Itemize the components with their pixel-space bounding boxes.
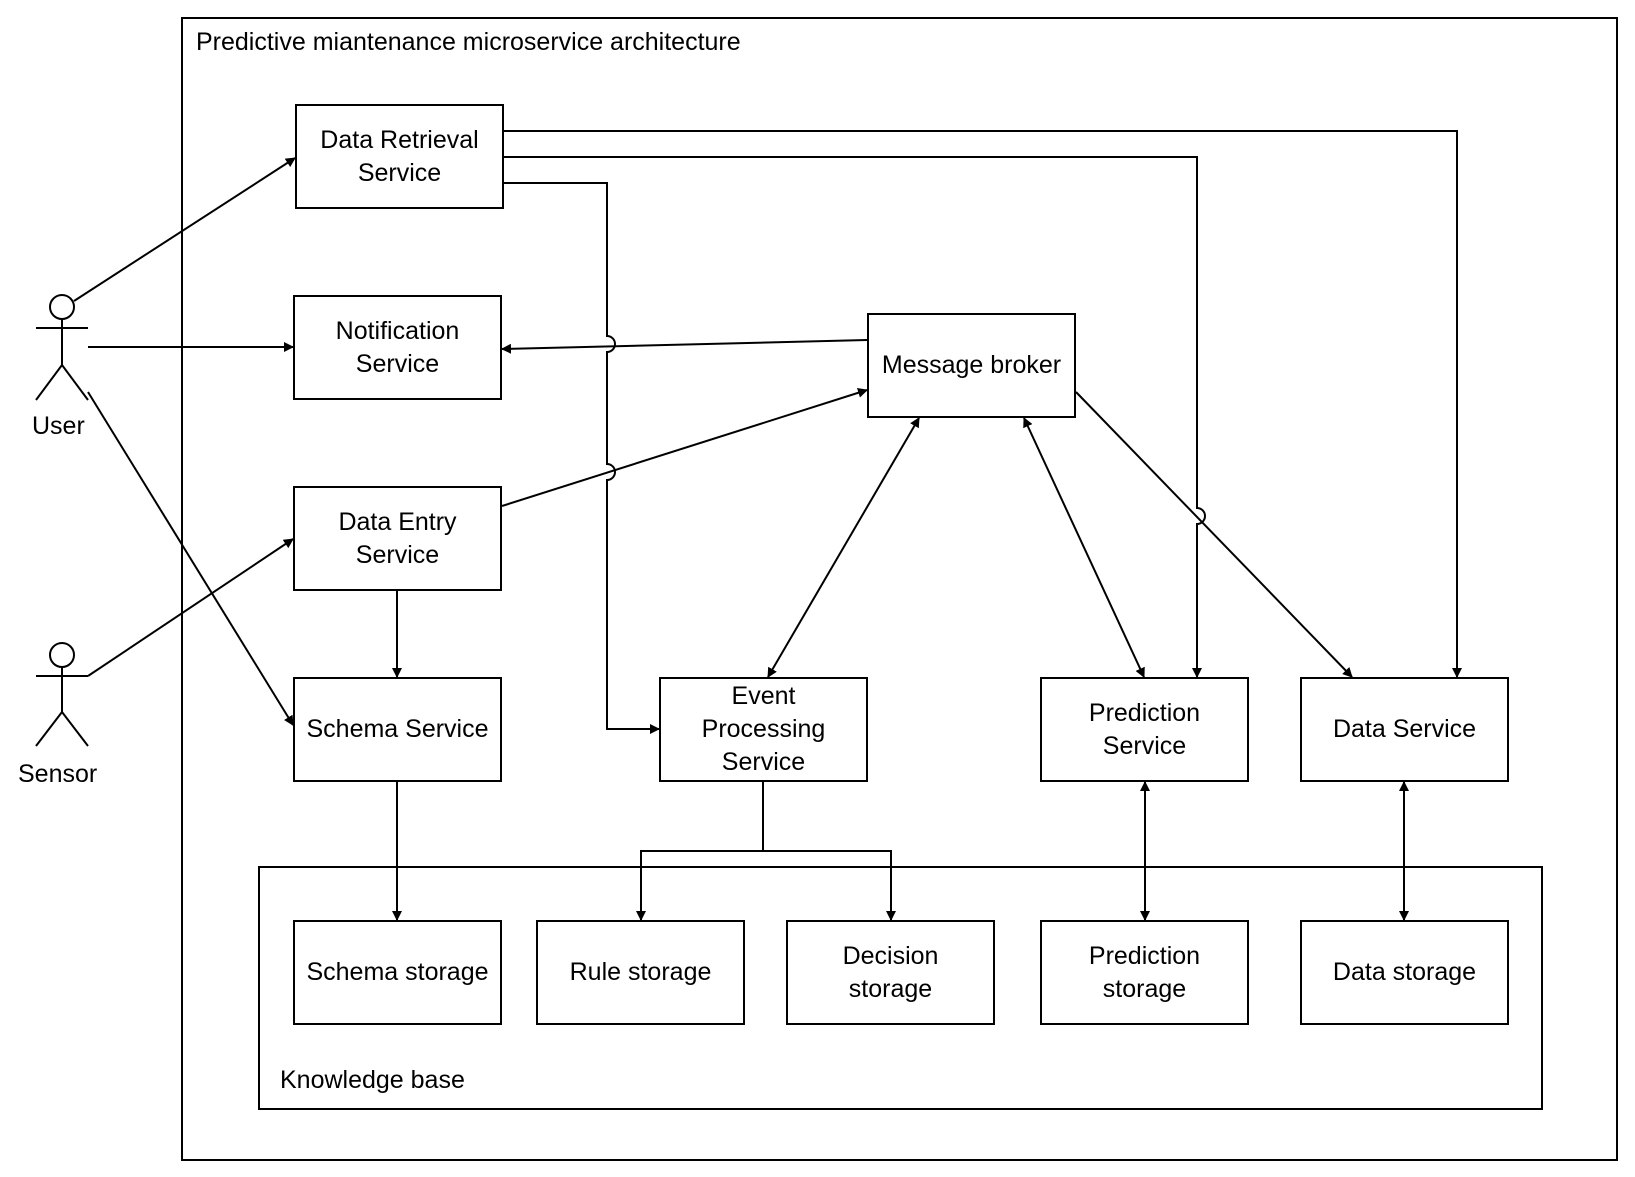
- prediction-storage-box[interactable]: Prediction storage: [1040, 920, 1249, 1025]
- diagram-title: Predictive miantenance microservice arch…: [196, 28, 741, 56]
- prediction-storage-label: Prediction storage: [1088, 941, 1201, 1003]
- message-broker-box[interactable]: Message broker: [867, 313, 1076, 418]
- event-processing-service-label: Event Processing Service: [701, 682, 826, 776]
- message-broker-label: Message broker: [881, 351, 1062, 379]
- event-processing-service-box[interactable]: Event Processing Service: [659, 677, 868, 782]
- rule-storage-box[interactable]: Rule storage: [536, 920, 745, 1025]
- notification-service-box[interactable]: Notification Service: [293, 295, 502, 400]
- sensor-actor-label: Sensor: [18, 760, 98, 788]
- user-actor-icon: [36, 295, 88, 400]
- data-service-label: Data Service: [1332, 715, 1477, 743]
- notification-service-label: Notification Service: [335, 316, 460, 378]
- schema-storage-box[interactable]: Schema storage: [293, 920, 502, 1025]
- data-service-box[interactable]: Data Service: [1300, 677, 1509, 782]
- data-entry-service-label: Data Entry Service: [338, 507, 457, 569]
- user-actor-label: User: [32, 412, 85, 440]
- data-retrieval-service-label: Data Retrieval Service: [320, 125, 479, 187]
- schema-service-label: Schema Service: [306, 715, 489, 743]
- knowledge-base-label: Knowledge base: [280, 1066, 465, 1094]
- data-storage-box[interactable]: Data storage: [1300, 920, 1509, 1025]
- decision-storage-box[interactable]: Decision storage: [786, 920, 995, 1025]
- sensor-actor-icon: [36, 643, 88, 746]
- prediction-service-box[interactable]: Prediction Service: [1040, 677, 1249, 782]
- rule-storage-label: Rule storage: [569, 958, 712, 986]
- data-storage-label: Data storage: [1332, 958, 1477, 986]
- decision-storage-label: Decision storage: [842, 941, 939, 1003]
- schema-service-box[interactable]: Schema Service: [293, 677, 502, 782]
- data-entry-service-box[interactable]: Data Entry Service: [293, 486, 502, 591]
- prediction-service-label: Prediction Service: [1088, 698, 1201, 760]
- data-retrieval-service-box[interactable]: Data Retrieval Service: [295, 104, 504, 209]
- schema-storage-label: Schema storage: [306, 958, 489, 986]
